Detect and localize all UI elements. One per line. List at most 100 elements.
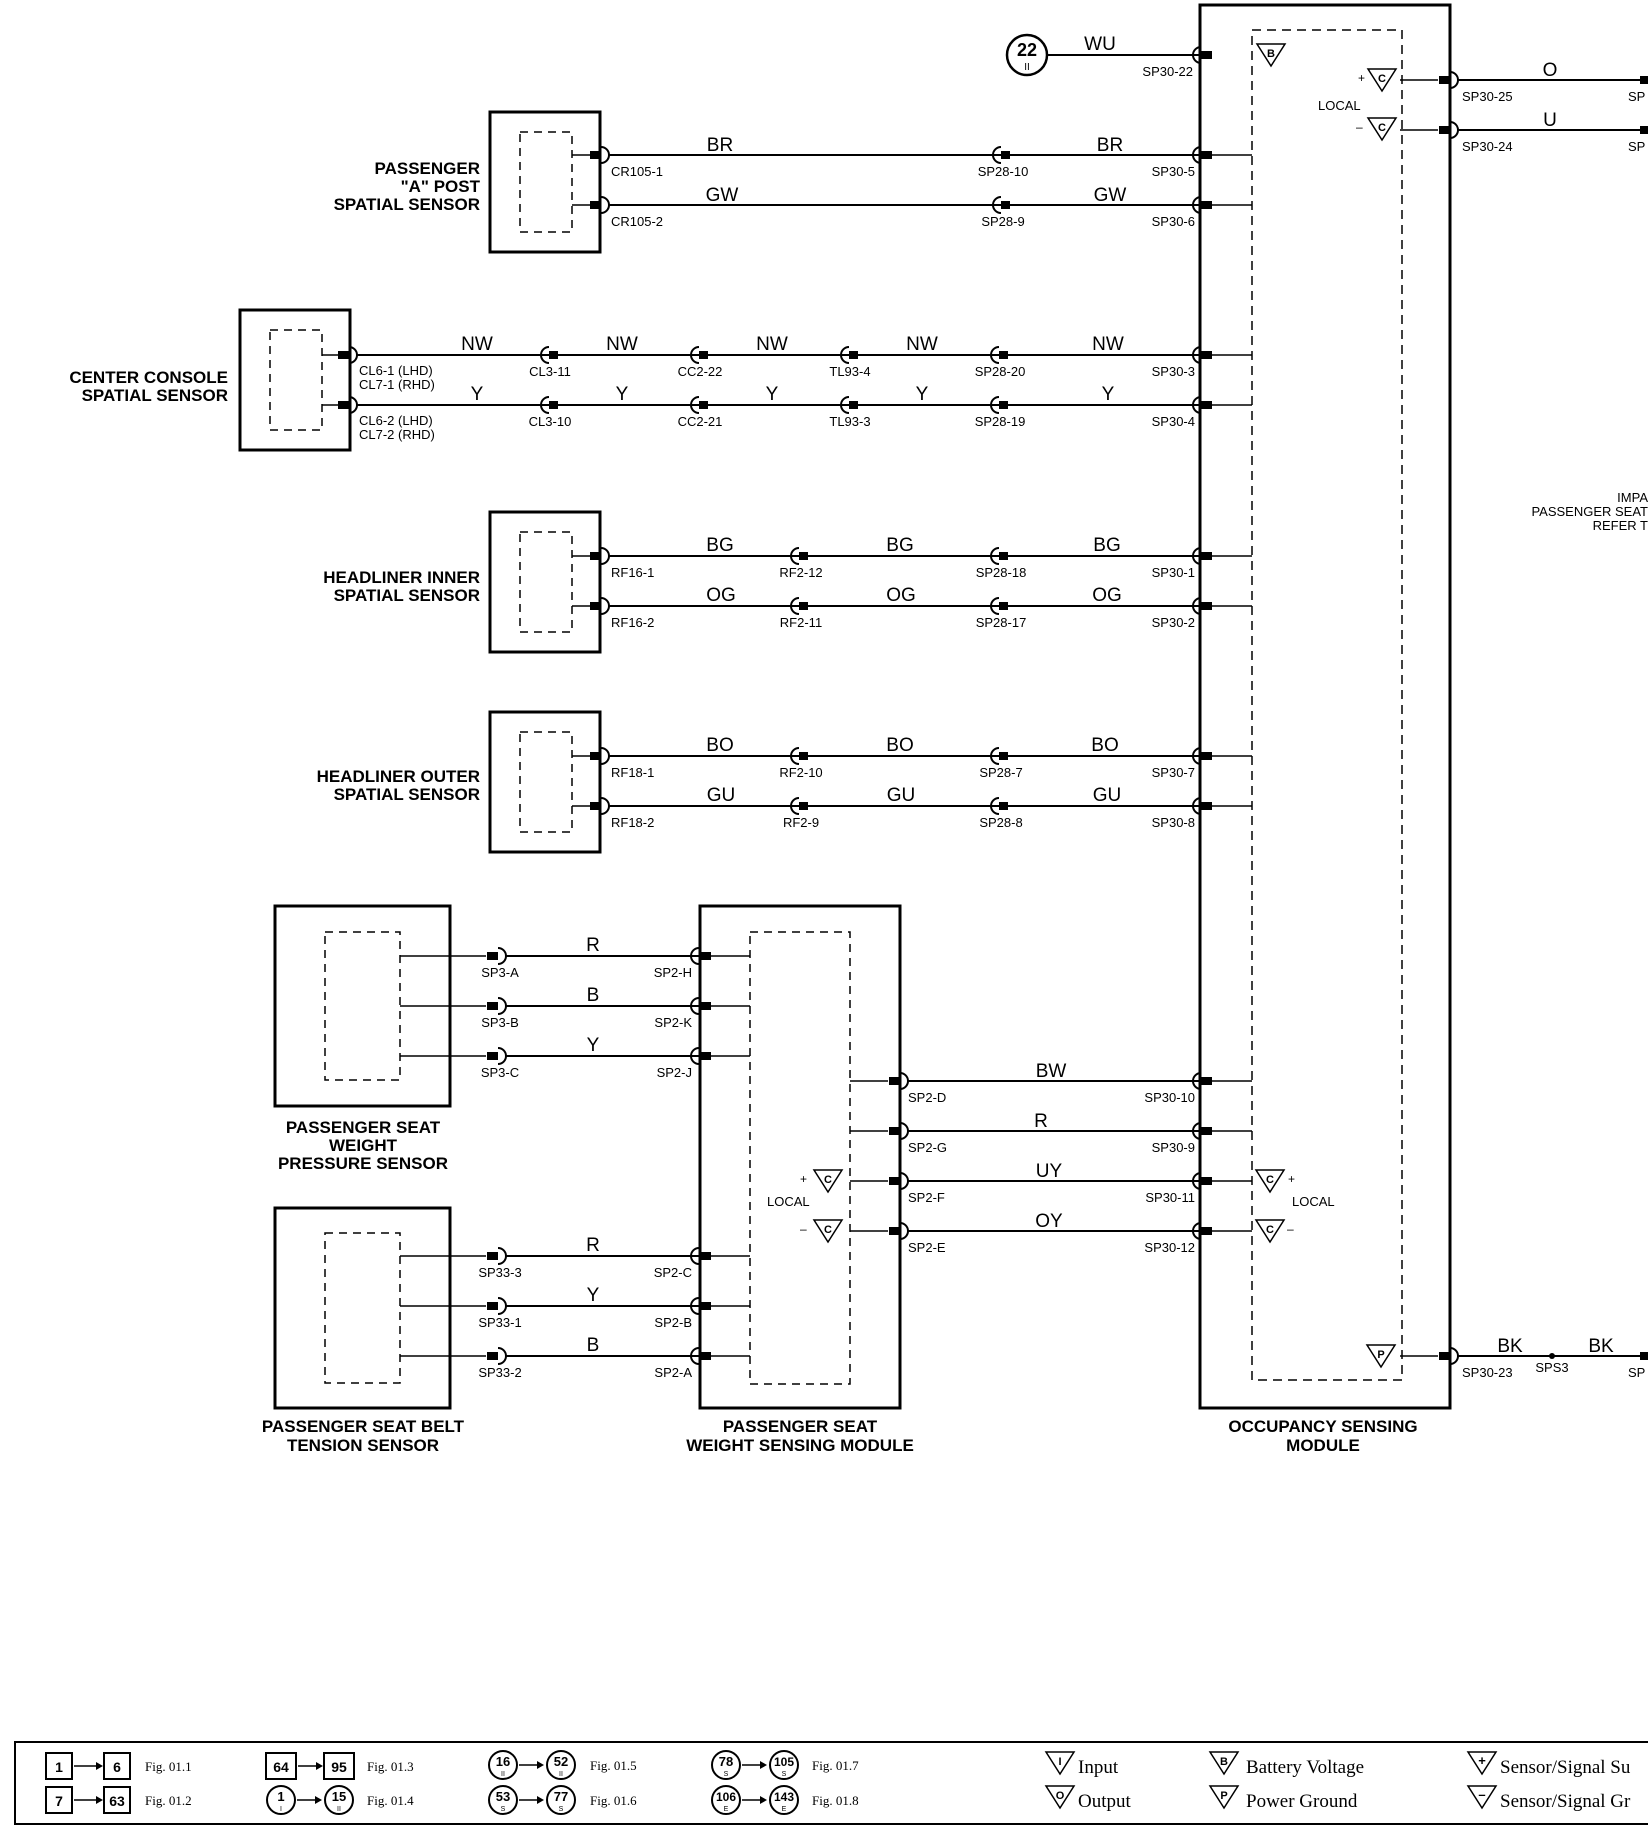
svg-text:II: II xyxy=(559,1771,563,1778)
svg-text:NW: NW xyxy=(906,334,938,355)
wire-bk: BK BK SP30-23 SPS3 SP xyxy=(1439,1336,1648,1380)
svg-text:SP30-6: SP30-6 xyxy=(1152,214,1195,229)
svg-text:BO: BO xyxy=(886,735,913,756)
svg-text:SP3-C: SP3-C xyxy=(481,1065,519,1080)
wire-gw: GW GW CR105-2 SP28-9 SP30-6 xyxy=(572,185,1252,229)
svg-text:REFER T: REFER T xyxy=(1593,518,1648,533)
wire-b-belt: B SP33-2 SP2-A xyxy=(400,1335,750,1380)
osm-title-line1: OCCUPANCY SENSING xyxy=(1228,1417,1417,1436)
svg-text:7: 7 xyxy=(55,1793,63,1809)
svg-text:C: C xyxy=(824,1224,832,1236)
svg-text:II: II xyxy=(1024,62,1030,73)
svg-text:O: O xyxy=(1543,60,1558,81)
svg-text:RF16-1: RF16-1 xyxy=(611,565,654,580)
svg-text:SP28-19: SP28-19 xyxy=(975,414,1026,429)
svg-text:NW: NW xyxy=(756,334,788,355)
svg-text:SP33-1: SP33-1 xyxy=(478,1315,521,1330)
svg-text:C: C xyxy=(1266,1224,1274,1236)
svg-text:SP3-B: SP3-B xyxy=(481,1015,519,1030)
svg-text:PASSENGER: PASSENGER xyxy=(375,159,481,178)
svg-text:Fig. 01.5: Fig. 01.5 xyxy=(590,1758,637,1773)
svg-text:143: 143 xyxy=(774,1790,794,1804)
svg-text:C: C xyxy=(1378,122,1386,134)
wire-br: BR BR CR105-1 SP28-10 SP30-5 xyxy=(572,135,1252,179)
svg-text:NW: NW xyxy=(606,334,638,355)
svg-text:CR105-1: CR105-1 xyxy=(611,164,663,179)
svg-text:SP28-9: SP28-9 xyxy=(981,214,1024,229)
svg-text:BG: BG xyxy=(886,535,913,556)
svg-text:SP2-G: SP2-G xyxy=(908,1140,947,1155)
svg-text:Input: Input xyxy=(1078,1757,1119,1778)
svg-text:SP30-10: SP30-10 xyxy=(1144,1090,1195,1105)
wire-y-console: Y Y Y Y Y CL6-2 (LHD) CL7-2 (RHD) CL3-10… xyxy=(322,384,1252,442)
osm-sensor-supply-symbols: C + C – LOCAL xyxy=(1254,1169,1335,1244)
svg-text:GW: GW xyxy=(1094,185,1127,206)
wire-b-pressure: B SP3-B SP2-K xyxy=(400,985,750,1030)
weight-pressure-sensor: PASSENGER SEAT WEIGHT PRESSURE SENSOR xyxy=(273,904,452,1173)
svg-text:P: P xyxy=(1377,1349,1384,1361)
svg-text:C: C xyxy=(1266,1174,1274,1186)
svg-text:Y: Y xyxy=(616,384,629,405)
svg-text:C: C xyxy=(824,1174,832,1186)
svg-text:HEADLINER INNER: HEADLINER INNER xyxy=(323,568,480,587)
svg-text:P: P xyxy=(1220,1790,1227,1802)
svg-text:BG: BG xyxy=(1093,535,1120,556)
svg-text:R: R xyxy=(586,935,600,956)
svg-text:CL6-1 (LHD): CL6-1 (LHD) xyxy=(359,363,433,378)
svg-text:Sensor/Signal Gr: Sensor/Signal Gr xyxy=(1500,1791,1631,1812)
svg-text:B: B xyxy=(1220,1756,1228,1768)
svg-text:E: E xyxy=(782,1806,787,1813)
svg-text:CL7-2 (RHD): CL7-2 (RHD) xyxy=(359,427,435,442)
svg-text:SP30-24: SP30-24 xyxy=(1462,139,1513,154)
svg-text:TL93-4: TL93-4 xyxy=(829,364,870,379)
svg-text:SP30-4: SP30-4 xyxy=(1152,414,1195,429)
svg-text:I: I xyxy=(1058,1756,1061,1768)
svg-text:OG: OG xyxy=(886,585,916,606)
svg-text:–: – xyxy=(1287,1222,1294,1236)
wire-r-belt: R SP33-3 SP2-C xyxy=(400,1235,750,1280)
wire-r-wsm: R SP2-G SP30-9 xyxy=(850,1111,1252,1155)
svg-text:Fig. 01.2: Fig. 01.2 xyxy=(145,1793,192,1808)
svg-text:RF2-9: RF2-9 xyxy=(783,815,819,830)
svg-text:SPATIAL SENSOR: SPATIAL SENSOR xyxy=(334,785,480,804)
svg-text:I: I xyxy=(280,1806,282,1813)
svg-text:16: 16 xyxy=(496,1754,510,1769)
svg-text:LOCAL: LOCAL xyxy=(767,1194,810,1209)
svg-text:WEIGHT SENSING MODULE: WEIGHT SENSING MODULE xyxy=(686,1436,914,1455)
svg-text:R: R xyxy=(1034,1111,1048,1132)
svg-text:BR: BR xyxy=(707,135,733,156)
svg-text:Y: Y xyxy=(587,1285,600,1306)
svg-text:78: 78 xyxy=(719,1754,733,1769)
svg-text:SP2-A: SP2-A xyxy=(654,1365,692,1380)
svg-text:Power Ground: Power Ground xyxy=(1246,1791,1358,1812)
svg-text:SPATIAL SENSOR: SPATIAL SENSOR xyxy=(82,386,228,405)
svg-text:SP30-8: SP30-8 xyxy=(1152,815,1195,830)
wsm-sensor-supply-symbols: C + C – LOCAL xyxy=(767,1169,844,1244)
a-post-spatial-sensor: PASSENGER "A" POST SPATIAL SENSOR xyxy=(334,110,602,254)
svg-text:CC2-21: CC2-21 xyxy=(678,414,723,429)
svg-text:OY: OY xyxy=(1035,1211,1063,1232)
svg-text:SP2-C: SP2-C xyxy=(654,1265,692,1280)
svg-text:SP28-7: SP28-7 xyxy=(979,765,1022,780)
wire-nw: NW NW NW NW NW CL6-1 (LHD) CL7-1 (RHD) C… xyxy=(322,334,1252,392)
svg-text:BW: BW xyxy=(1036,1061,1067,1082)
svg-text:BO: BO xyxy=(1091,735,1118,756)
svg-text:63: 63 xyxy=(109,1793,125,1809)
svg-text:NW: NW xyxy=(461,334,493,355)
svg-text:SP2-D: SP2-D xyxy=(908,1090,946,1105)
svg-text:–: – xyxy=(1356,120,1363,134)
svg-text:SP28-18: SP28-18 xyxy=(976,565,1027,580)
svg-text:+: + xyxy=(1478,1753,1486,1768)
svg-text:SP2-B: SP2-B xyxy=(654,1315,692,1330)
svg-text:+: + xyxy=(1358,71,1365,85)
svg-text:WEIGHT: WEIGHT xyxy=(329,1136,398,1155)
wire-uy: UY SP2-F SP30-11 xyxy=(850,1161,1252,1205)
svg-text:O: O xyxy=(1056,1790,1065,1802)
wire-u: U SP30-24 SP xyxy=(1400,110,1648,154)
svg-text:BK: BK xyxy=(1588,1336,1614,1357)
svg-text:NW: NW xyxy=(1092,334,1124,355)
svg-text:CL6-2 (LHD): CL6-2 (LHD) xyxy=(359,413,433,428)
wire-y-belt: Y SP33-1 SP2-B xyxy=(400,1285,750,1330)
svg-text:RF18-2: RF18-2 xyxy=(611,815,654,830)
svg-text:–: – xyxy=(800,1222,807,1236)
